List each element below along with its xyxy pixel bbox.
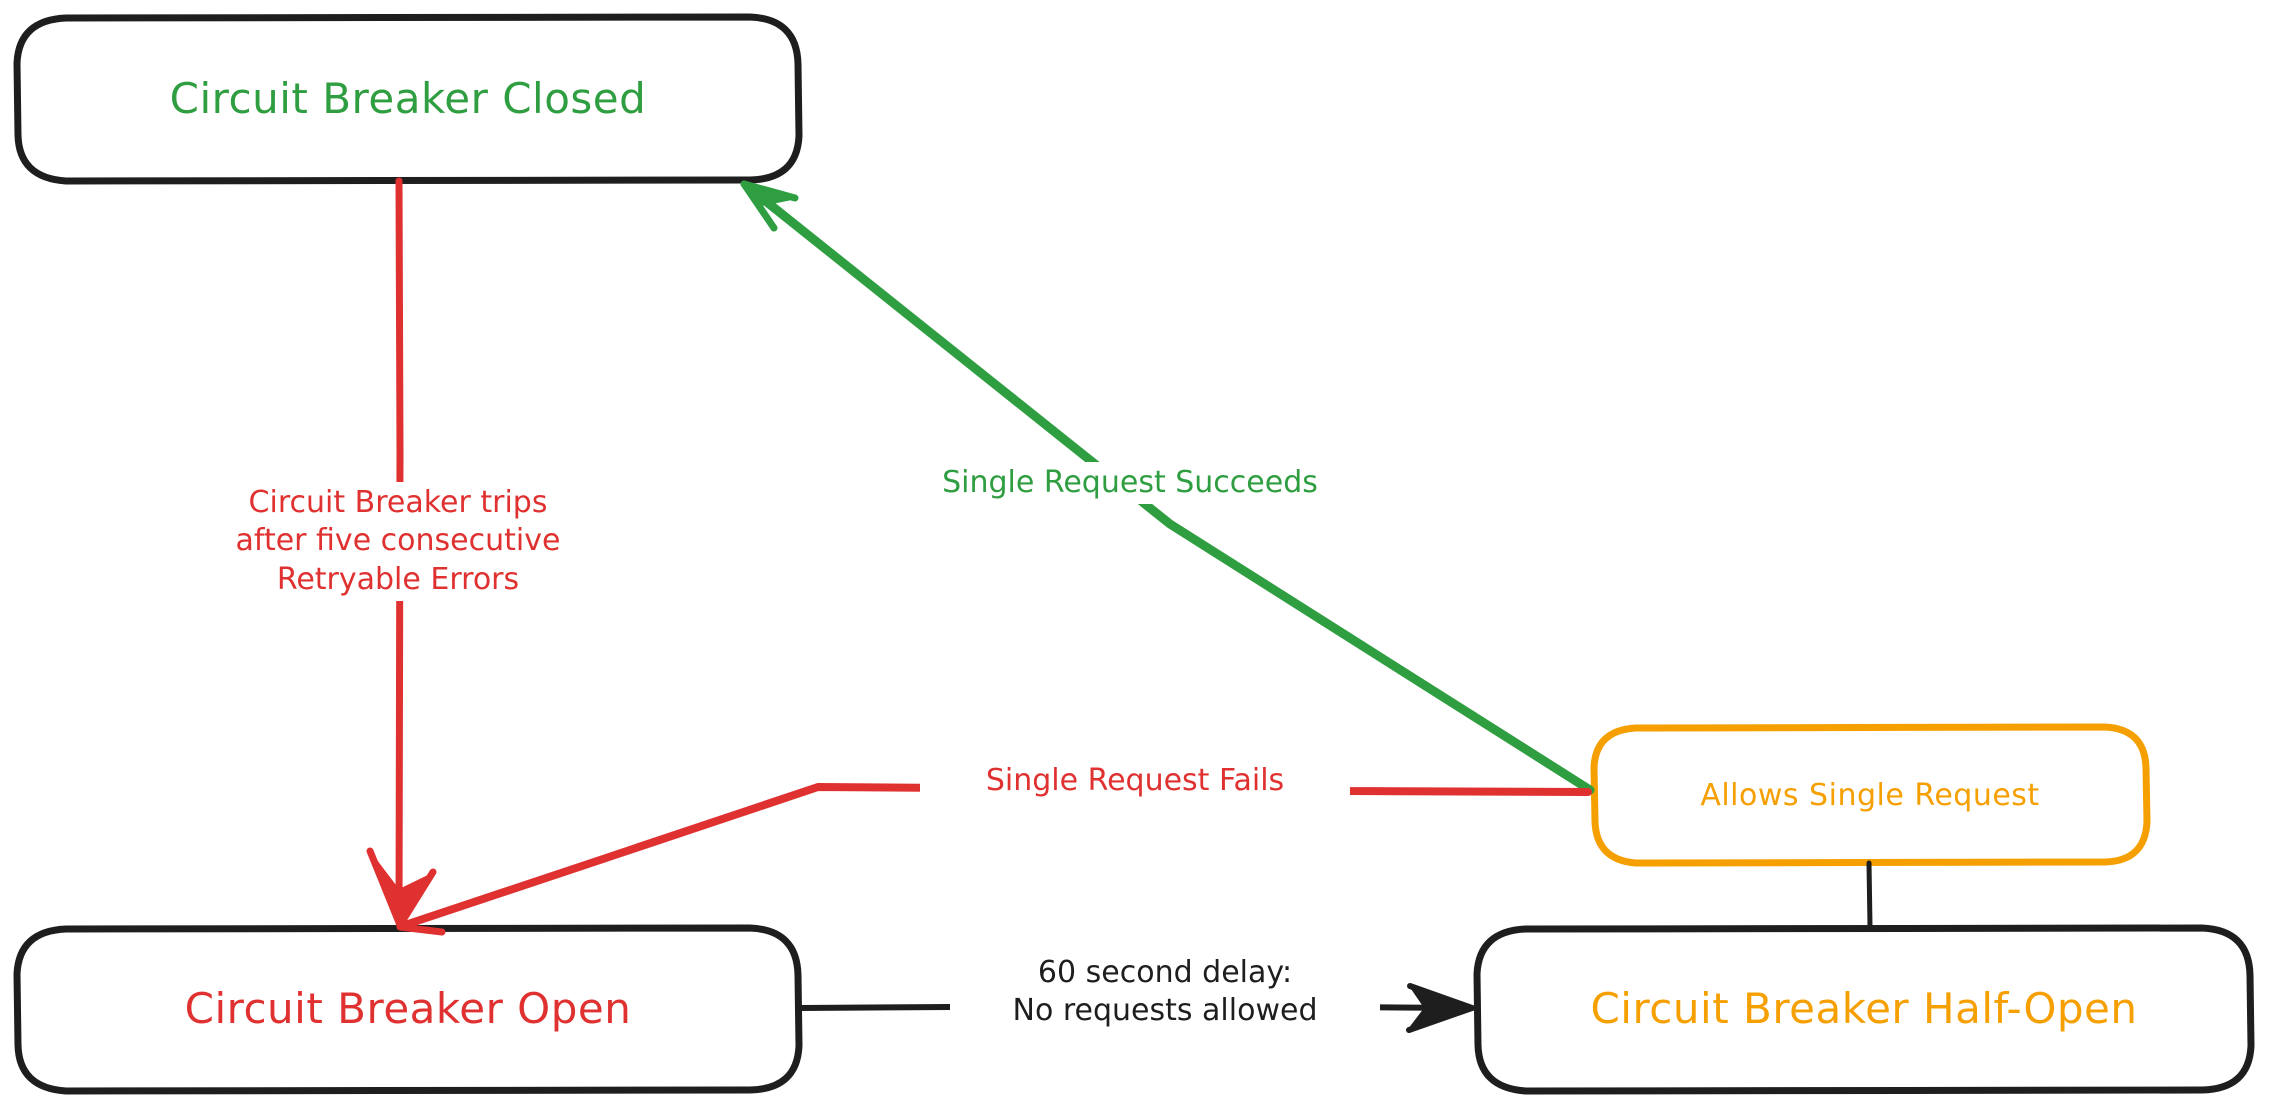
- node-outline-closed: [13, 13, 803, 185]
- node-label-open: Circuit Breaker Open: [184, 983, 632, 1033]
- node-label-half-open: Circuit Breaker Half-Open: [1590, 983, 2138, 1033]
- node-circuit-breaker-half-open[interactable]: Circuit Breaker Half-Open: [1478, 928, 2250, 1090]
- node-outline-halfopen: [1473, 924, 2255, 1095]
- node-label-closed: Circuit Breaker Closed: [169, 73, 647, 123]
- edge-allows-to-open: [396, 783, 1592, 936]
- node-outline-allows: [1590, 723, 2151, 867]
- edge-label-circuit-breaker-trips: Circuit Breaker trips after five consecu…: [178, 482, 618, 602]
- node-allows-single-request[interactable]: Allows Single Request: [1595, 727, 2145, 863]
- edge-label-single-request-fails: Single Request Fails: [920, 760, 1350, 803]
- edge-halfopen-to-allows: [1866, 860, 1873, 929]
- node-outline-open: [13, 924, 803, 1095]
- node-label-allows-single-request: Allows Single Request: [1700, 777, 2040, 813]
- node-circuit-breaker-closed[interactable]: Circuit Breaker Closed: [18, 17, 798, 181]
- node-circuit-breaker-open[interactable]: Circuit Breaker Open: [18, 928, 798, 1090]
- edge-label-sixty-second-delay: 60 second delay: No requests allowed: [950, 952, 1380, 1033]
- edge-label-single-request-succeeds: Single Request Succeeds: [880, 462, 1380, 505]
